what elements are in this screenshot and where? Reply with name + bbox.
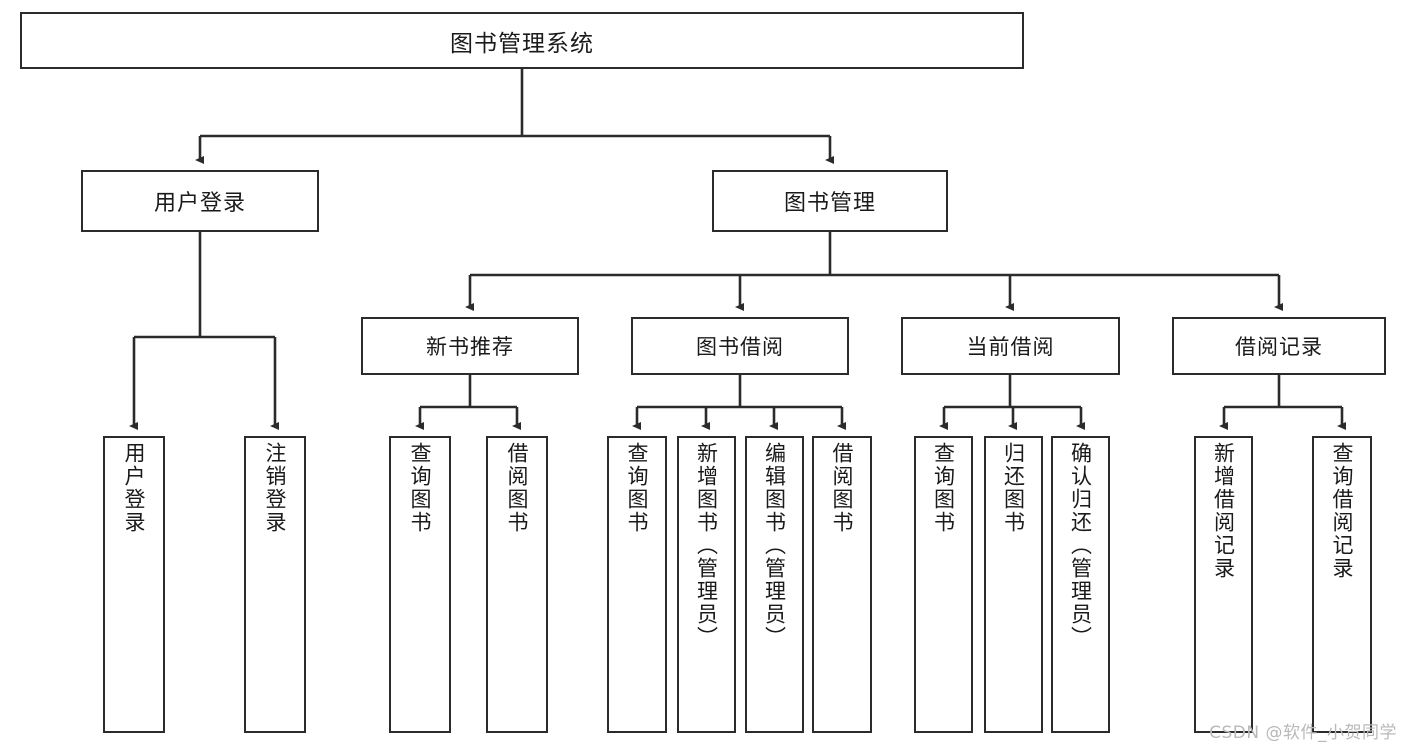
leaf-borrow-book-rec[interactable]: 借阅图书	[486, 436, 548, 733]
leaf-query-book-cur[interactable]: 查询图书	[914, 436, 973, 733]
leaf-confirm-return[interactable]: 确认归还（管理员）	[1051, 436, 1110, 733]
node-user-login-label: 用户登录	[153, 191, 246, 216]
leaf-confirm-return-label: 确认归还（管理员）	[1068, 442, 1093, 649]
leaf-query-book-label: 查询图书	[625, 442, 650, 534]
leaf-user-logout[interactable]: 注销登录	[244, 436, 306, 733]
watermark: CSDN @软件_小贺同学	[1209, 723, 1397, 743]
leaf-user-logout-label: 注销登录	[263, 442, 288, 534]
leaf-add-record-label: 新增借阅记录	[1211, 442, 1236, 580]
leaf-query-record-label: 查询借阅记录	[1330, 442, 1355, 580]
leaf-query-record[interactable]: 查询借阅记录	[1312, 436, 1372, 733]
node-current-borrow-label: 当前借阅	[966, 335, 1055, 359]
node-user-login[interactable]: 用户登录	[81, 170, 319, 232]
leaf-borrow-book-rec-label: 借阅图书	[505, 442, 530, 534]
node-book-borrow-label: 图书借阅	[696, 335, 784, 359]
leaf-return-book[interactable]: 归还图书	[984, 436, 1043, 733]
node-root[interactable]: 图书管理系统	[20, 12, 1024, 69]
leaf-add-book-label: 新增图书（管理员）	[694, 442, 719, 649]
node-book-manage[interactable]: 图书管理	[712, 170, 948, 232]
leaf-query-book-cur-label: 查询图书	[931, 442, 956, 534]
leaf-return-book-label: 归还图书	[1001, 442, 1026, 534]
leaf-user-login-label: 用户登录	[122, 442, 147, 534]
node-current-borrow[interactable]: 当前借阅	[901, 317, 1120, 375]
node-new-book-rec-label: 新书推荐	[426, 335, 514, 359]
node-new-book-rec[interactable]: 新书推荐	[361, 317, 579, 375]
leaf-query-book[interactable]: 查询图书	[607, 436, 667, 733]
node-borrow-record-label: 借阅记录	[1235, 335, 1323, 359]
leaf-query-book-rec-label: 查询图书	[408, 442, 433, 534]
node-borrow-record[interactable]: 借阅记录	[1172, 317, 1386, 375]
node-root-label: 图书管理系统	[450, 30, 594, 57]
leaf-add-record[interactable]: 新增借阅记录	[1194, 436, 1253, 733]
leaf-user-login[interactable]: 用户登录	[103, 436, 165, 733]
node-book-borrow[interactable]: 图书借阅	[631, 317, 849, 375]
leaf-borrow-book-label: 借阅图书	[830, 442, 855, 534]
leaf-edit-book[interactable]: 编辑图书（管理员）	[745, 436, 804, 733]
leaf-query-book-rec[interactable]: 查询图书	[389, 436, 451, 733]
leaf-edit-book-label: 编辑图书（管理员）	[762, 442, 787, 649]
node-book-manage-label: 图书管理	[783, 191, 876, 216]
leaf-add-book[interactable]: 新增图书（管理员）	[677, 436, 736, 733]
leaf-borrow-book[interactable]: 借阅图书	[812, 436, 872, 733]
